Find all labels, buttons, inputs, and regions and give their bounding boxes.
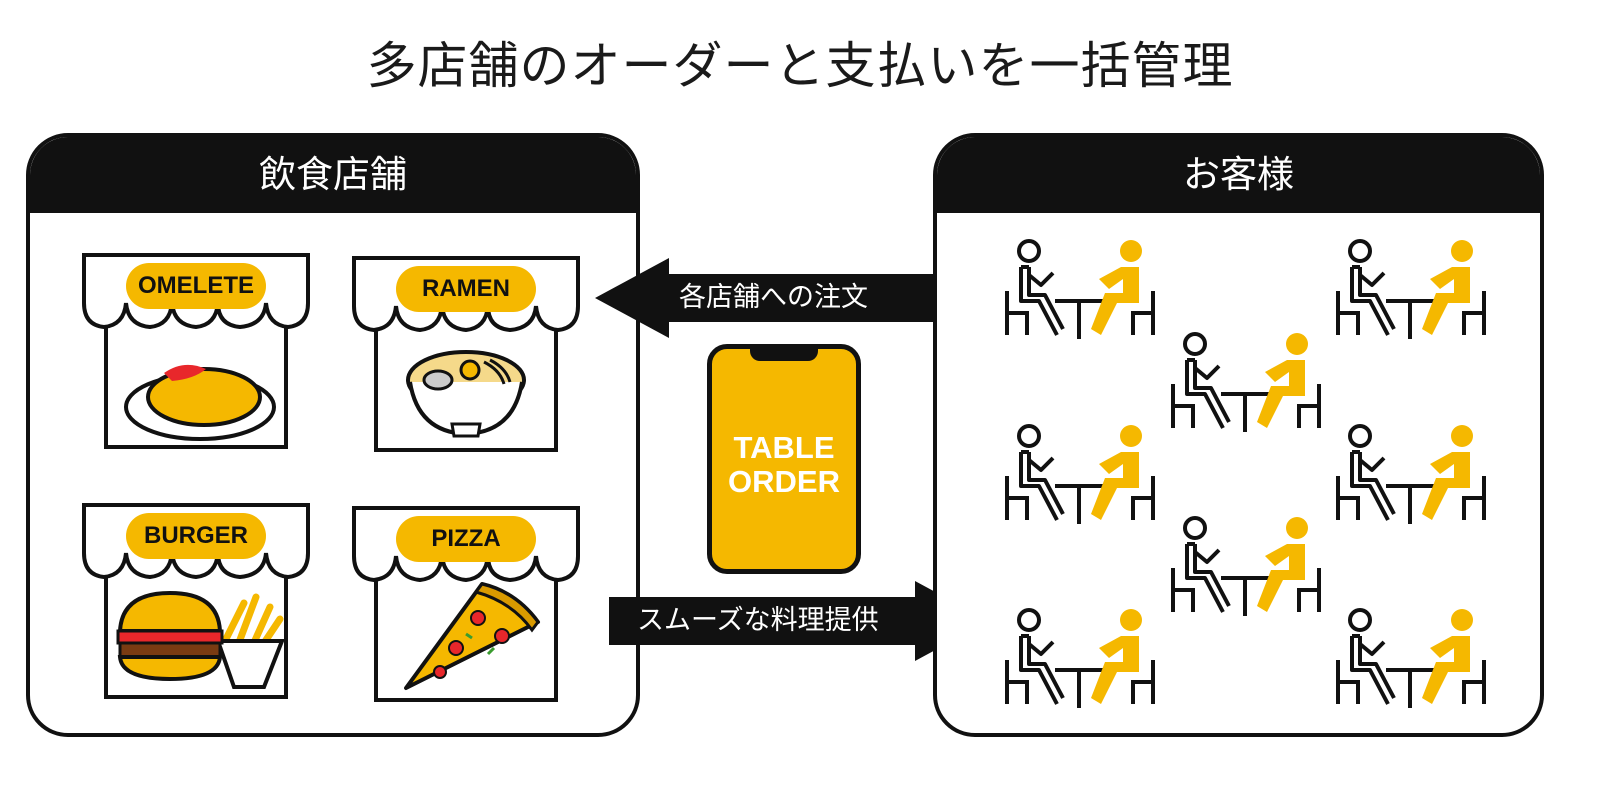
customer-panel-header: お客様	[937, 137, 1540, 213]
diner-table-icon	[1165, 329, 1325, 439]
page-title: 多店舗のオーダーと支払いを一括管理	[0, 26, 1600, 98]
diner-table-icon	[1330, 605, 1490, 715]
diner-table-icon	[999, 605, 1159, 715]
diner-table-icon	[999, 236, 1159, 346]
diner-table-icon	[1330, 421, 1490, 531]
order-arrow: 各店舗への注文	[595, 258, 975, 338]
shop-label-pizza: PIZZA	[396, 516, 536, 562]
phone-screen-text: TABLE ORDER	[712, 431, 856, 499]
diner-table-icon	[1165, 513, 1325, 623]
diner-table-icon	[1330, 236, 1490, 346]
serve-arrow: スムーズな料理提供	[609, 581, 989, 661]
order-arrow-label: 各店舗への注文	[679, 258, 868, 338]
shop-burger: BURGER	[80, 501, 312, 701]
shop-pizza: PIZZA	[350, 504, 582, 704]
shop-omelete: OMELETE	[80, 251, 312, 451]
table-order-phone: TABLE ORDER	[707, 344, 861, 574]
phone-notch	[750, 347, 818, 361]
shop-label-omelete: OMELETE	[126, 263, 266, 309]
shop-label-burger: BURGER	[126, 513, 266, 559]
customer-panel: お客様	[933, 133, 1544, 737]
restaurant-panel: 飲食店舗 OMELETE RAMEN	[26, 133, 640, 737]
omelette-icon	[120, 347, 280, 447]
shop-label-ramen: RAMEN	[396, 266, 536, 312]
ramen-icon	[404, 340, 528, 440]
phone-text-line1: TABLE	[712, 431, 856, 465]
diner-table-icon	[999, 421, 1159, 531]
burger-icon	[114, 583, 290, 693]
serve-arrow-label: スムーズな料理提供	[637, 581, 879, 661]
shop-ramen: RAMEN	[350, 254, 582, 454]
phone-text-line2: ORDER	[712, 465, 856, 499]
pizza-icon	[396, 578, 546, 696]
restaurant-panel-header: 飲食店舗	[30, 137, 636, 213]
